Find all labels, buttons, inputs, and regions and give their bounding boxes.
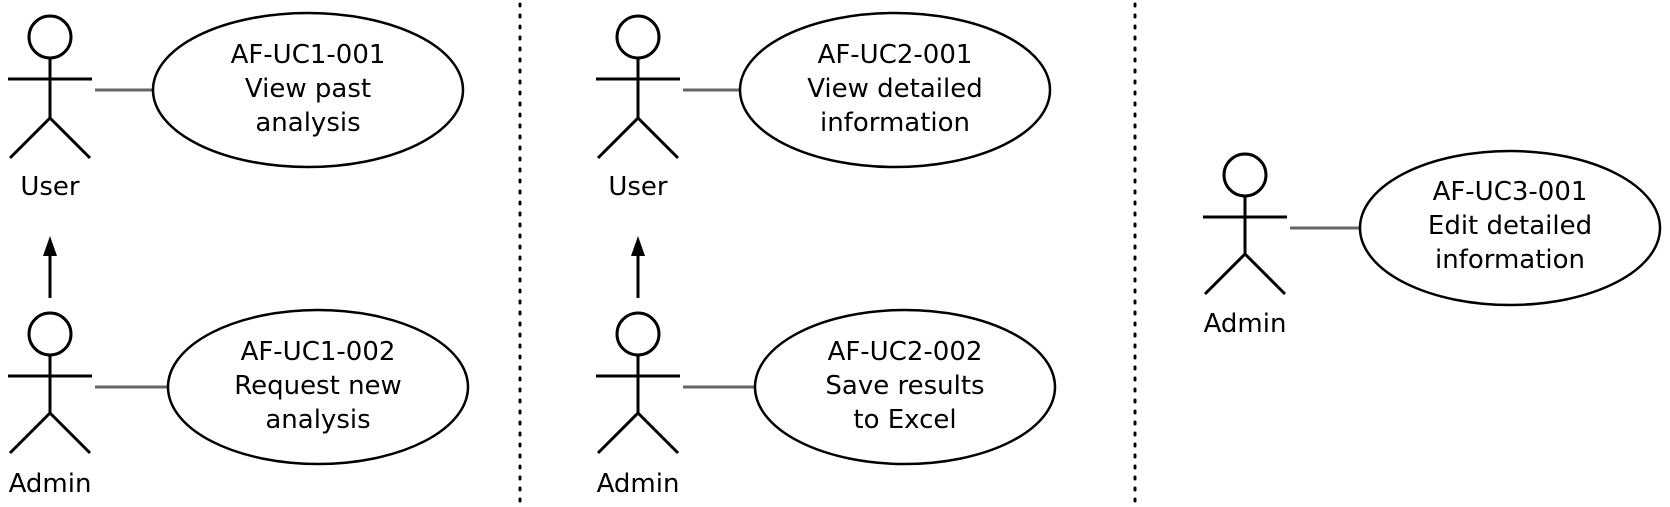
use-case-text-line: analysis — [265, 405, 370, 435]
use-case-ellipse — [151, 11, 465, 169]
use-case-text-line: Request new — [234, 371, 402, 401]
actor-name: Admin — [1204, 309, 1287, 339]
use-case-id: AF-UC1-001 — [231, 40, 386, 70]
use-case-text-line: information — [820, 108, 970, 138]
generalization-arrow-p2 — [631, 236, 645, 298]
use-case-text-line: information — [1435, 245, 1585, 275]
actor-head — [27, 311, 73, 357]
use-case-text-line: Edit detailed — [1428, 211, 1592, 241]
use-case-text-line: View detailed — [807, 74, 983, 104]
actor-head — [27, 14, 73, 60]
actor-name: Admin — [597, 469, 680, 499]
use-case-id: AF-UC2-002 — [828, 337, 983, 367]
generalization-arrow-p1 — [43, 236, 57, 298]
use-case-text-line: View past — [245, 74, 371, 104]
actor-name: Admin — [9, 469, 92, 499]
use-case-text-line: analysis — [255, 108, 360, 138]
actor-admin[interactable]: Admin — [1203, 152, 1287, 339]
actor-user[interactable]: User — [596, 14, 680, 202]
use-case-id: AF-UC3-001 — [1433, 177, 1588, 207]
use-case-ellipse — [1358, 149, 1662, 307]
use-case-ellipse — [166, 308, 470, 466]
actor-name: User — [20, 172, 80, 202]
use-case-af-uc1-002[interactable]: AF-UC1-002 Request new analysis — [166, 308, 470, 466]
use-case-text-line: to Excel — [853, 405, 956, 435]
actor-admin[interactable]: Admin — [8, 311, 92, 499]
use-case-text-line: Save results — [825, 371, 984, 401]
actor-name: User — [608, 172, 668, 202]
use-case-id: AF-UC2-001 — [818, 40, 973, 70]
use-case-ellipse — [753, 308, 1057, 466]
actor-admin[interactable]: Admin — [596, 311, 680, 499]
use-case-af-uc2-002[interactable]: AF-UC2-002 Save results to Excel — [753, 308, 1057, 466]
use-case-af-uc3-001[interactable]: AF-UC3-001 Edit detailed information — [1358, 149, 1662, 307]
use-case-ellipse — [738, 11, 1052, 169]
use-case-af-uc1-001[interactable]: AF-UC1-001 View past analysis — [151, 11, 465, 169]
actor-head — [1222, 152, 1268, 198]
actor-head — [615, 311, 661, 357]
actor-user[interactable]: User — [8, 14, 92, 202]
actor-head — [615, 14, 661, 60]
use-case-af-uc2-001[interactable]: AF-UC2-001 View detailed information — [738, 11, 1052, 169]
use-case-id: AF-UC1-002 — [241, 337, 396, 367]
